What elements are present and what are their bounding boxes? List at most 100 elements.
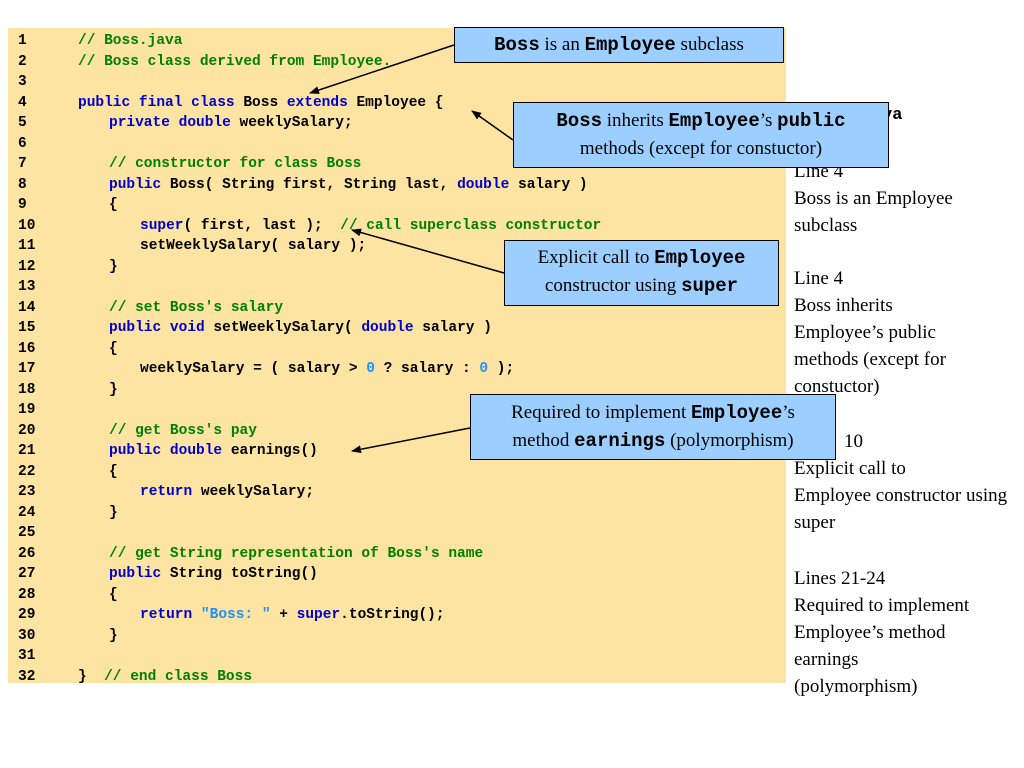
code-text: super( first, last ); // call superclass… bbox=[78, 218, 601, 234]
line-number: 23 bbox=[18, 484, 36, 500]
side-note-code: public bbox=[888, 322, 936, 343]
callout-code: Boss bbox=[556, 110, 603, 132]
code-text: { bbox=[78, 341, 118, 357]
side-note-code: earnings bbox=[794, 649, 859, 670]
code-token-comment: // Boss.java bbox=[78, 33, 183, 49]
line-number: 25 bbox=[18, 525, 36, 541]
side-note-text: is an bbox=[830, 188, 876, 209]
code-token-kw: extends bbox=[286, 94, 348, 111]
code-token-kw: public void bbox=[109, 320, 205, 336]
code-line: 19 bbox=[8, 400, 78, 420]
code-token-plain: { bbox=[109, 197, 118, 213]
side-note-lines21-24: Lines 21-24 Required to implement Employ… bbox=[794, 565, 1020, 700]
line-number: 22 bbox=[18, 463, 36, 480]
callout-text: Required to implement bbox=[511, 402, 692, 423]
side-note-line-label: Lines 21-24 bbox=[794, 568, 886, 589]
code-token-plain: String toString() bbox=[161, 566, 318, 582]
code-text: } bbox=[78, 382, 118, 398]
code-text: public void setWeeklySalary( double sala… bbox=[78, 320, 492, 336]
line-number: 32 bbox=[18, 668, 36, 685]
code-token-plain: } bbox=[78, 668, 105, 685]
side-note-code: Employee bbox=[794, 622, 872, 643]
code-token-plain: ? salary : bbox=[374, 361, 480, 377]
code-line: 18} bbox=[8, 380, 118, 400]
code-token-kw: public bbox=[109, 566, 162, 582]
code-line: 2 // Boss class derived from Employee. bbox=[8, 52, 391, 72]
code-token-plain: salary ) bbox=[413, 320, 492, 336]
code-text: // Boss.java bbox=[78, 33, 182, 49]
code-token-comment: // end class Boss bbox=[104, 668, 253, 685]
code-line: 12} bbox=[8, 257, 118, 277]
line-number: 27 bbox=[18, 566, 36, 582]
code-token-plain: { bbox=[109, 586, 118, 603]
side-note-text: Required to implement bbox=[794, 595, 970, 616]
line-number: 2 bbox=[18, 53, 27, 70]
line-number: 16 bbox=[18, 340, 36, 357]
code-text: } bbox=[78, 628, 118, 644]
callout-text: constructor using bbox=[544, 275, 682, 296]
code-line: 3 bbox=[8, 72, 78, 92]
code-line: 20// get Boss's pay bbox=[8, 421, 257, 441]
line-number: 21 bbox=[18, 443, 36, 459]
code-line: 13 bbox=[8, 277, 78, 297]
code-line: 27 public String toString() bbox=[8, 564, 318, 584]
side-note-code: Employee bbox=[794, 485, 872, 506]
code-text: { bbox=[78, 197, 118, 213]
code-token-plain: weeklySalary; bbox=[230, 115, 353, 131]
line-number: 14 bbox=[18, 299, 36, 316]
code-text: // constructor for class Boss bbox=[78, 156, 361, 172]
side-note-text: ’s method bbox=[871, 622, 946, 643]
side-note-code: super bbox=[794, 512, 836, 533]
code-token-comment: // set Boss's salary bbox=[109, 299, 284, 316]
code-token-plain: { bbox=[109, 463, 118, 480]
code-token-plain: { bbox=[109, 340, 118, 357]
code-text: } // end class Boss bbox=[78, 669, 252, 685]
code-token-number: 0 bbox=[366, 361, 375, 377]
callout-code: Boss bbox=[494, 34, 540, 56]
code-token-kw: public bbox=[109, 176, 162, 193]
code-text: setWeeklySalary( salary ); bbox=[78, 238, 366, 254]
code-token-plain bbox=[192, 607, 201, 623]
callout-code: Employee bbox=[668, 110, 760, 132]
code-token-comment: // Boss class derived from Employee. bbox=[78, 53, 392, 70]
code-text: // set Boss's salary bbox=[78, 300, 283, 316]
code-text: } bbox=[78, 505, 118, 521]
code-line: 28{ bbox=[8, 585, 118, 605]
side-note-code: Employee bbox=[875, 188, 953, 209]
line-number: 30 bbox=[18, 627, 36, 644]
side-note-code: Employee bbox=[794, 322, 872, 343]
code-token-kw: super bbox=[296, 607, 341, 623]
code-line: 32} // end class Boss bbox=[8, 667, 252, 687]
line-number: 31 bbox=[18, 648, 36, 664]
line-number: 5 bbox=[18, 115, 27, 131]
code-line: 1// Boss.java bbox=[8, 31, 182, 51]
code-token-plain: setWeeklySalary( bbox=[204, 320, 362, 336]
code-line: 24} bbox=[8, 503, 118, 523]
code-token-plain: .toString(); bbox=[340, 607, 445, 623]
callout-text: is an bbox=[539, 34, 585, 55]
code-line: 16 { bbox=[8, 339, 118, 359]
code-token-kw: double bbox=[361, 320, 414, 336]
code-line: 25 bbox=[8, 523, 78, 543]
code-token-kw: public final class bbox=[78, 94, 235, 111]
callout-text: method bbox=[512, 430, 575, 451]
callout-text: ’s bbox=[759, 110, 778, 131]
code-token-plain: setWeeklySalary( salary ); bbox=[140, 238, 367, 254]
side-note-line4-inherits: Line 4 Boss inherits Employee’s public m… bbox=[794, 265, 1020, 400]
side-note-text: ’s bbox=[871, 322, 889, 343]
callout-text: Explicit call to bbox=[537, 247, 655, 268]
code-text: public Boss( String first, String last, … bbox=[78, 177, 588, 193]
side-note-line10: 10 Explicit call to Employee constructor… bbox=[794, 428, 1020, 536]
code-token-plain: weeklySalary; bbox=[192, 484, 315, 500]
side-note-code: Boss bbox=[794, 295, 831, 316]
callout-required: Required to implement Employee’s method … bbox=[470, 394, 836, 460]
code-token-comment: // get String representation of Boss's n… bbox=[109, 545, 484, 562]
line-number: 4 bbox=[18, 94, 27, 111]
callout-code: Employee bbox=[691, 402, 783, 424]
